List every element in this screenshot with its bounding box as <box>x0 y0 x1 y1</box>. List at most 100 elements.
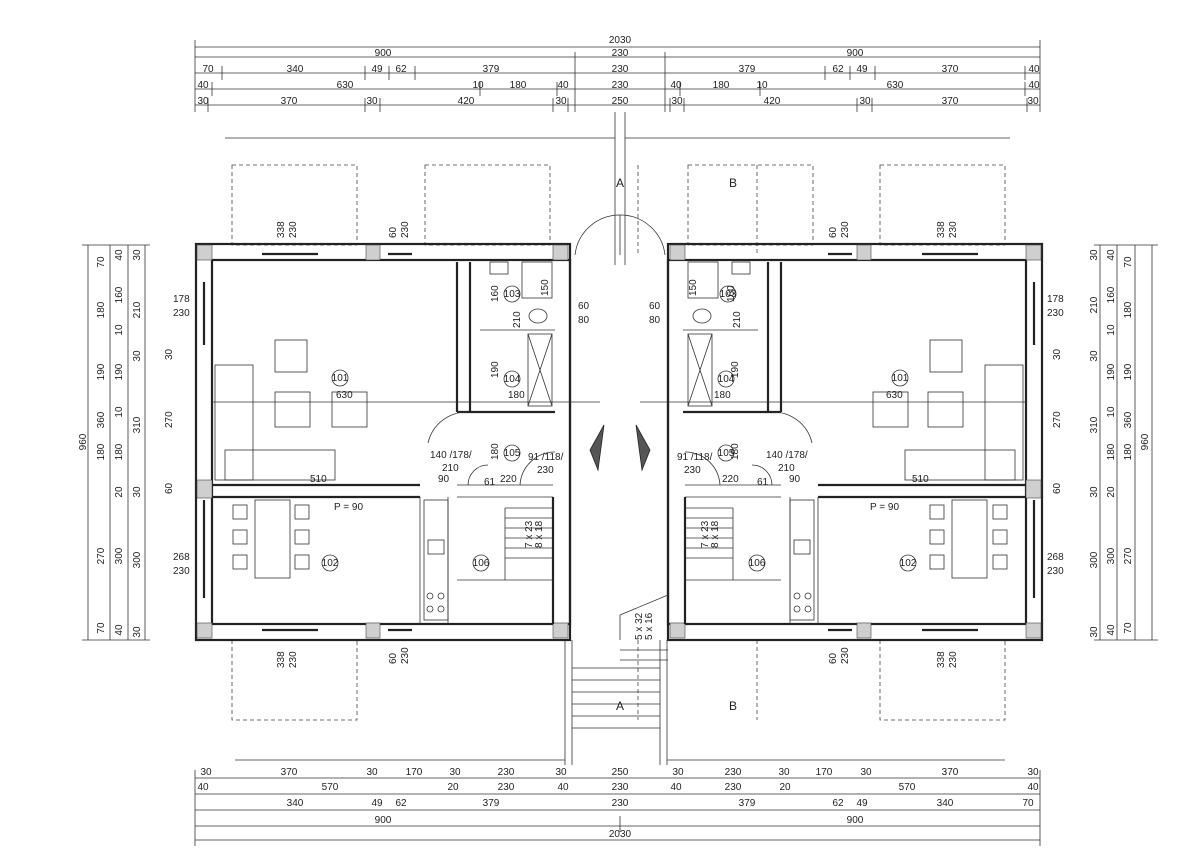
room-number: 105 <box>718 448 735 459</box>
bottom-dim: 30 <box>1027 767 1039 778</box>
left-dim: 40 <box>114 249 125 261</box>
left-dim: 300 <box>114 547 125 564</box>
top-dim: 340 <box>287 64 304 75</box>
bottom-dim: 70 <box>1022 798 1034 809</box>
shower-icon <box>521 261 553 299</box>
exterior-stair <box>619 594 669 661</box>
interior-stair-right <box>685 507 734 580</box>
right-dim: 40 <box>1106 624 1117 636</box>
top-dim: 30 <box>671 96 683 107</box>
left-dim: 30 <box>132 486 143 498</box>
right-unit-walls <box>640 242 1044 642</box>
doors <box>427 214 813 486</box>
armchair-icon <box>331 391 368 428</box>
window-dim: 268 <box>1047 552 1064 563</box>
wc-dim: 210 <box>732 311 743 328</box>
top-dim: 180 <box>510 80 527 91</box>
room-number: 101 <box>892 373 909 384</box>
dining-table-icon <box>951 499 988 579</box>
window-dim: 60 <box>649 301 661 312</box>
top-dim: 40 <box>1028 80 1040 91</box>
window-dim: 60 <box>388 652 399 664</box>
bottom-dim: 40 <box>557 782 569 793</box>
bottom-dim: 170 <box>406 767 423 778</box>
bathtub-icon <box>687 333 713 407</box>
bottom-dim: 900 <box>375 815 392 826</box>
bottom-dim: 230 <box>612 798 629 809</box>
opening-labels: 338 230 60 230 60 230 338 230 338 230 60… <box>164 221 1064 668</box>
window-dim: 230 <box>288 651 299 668</box>
hall-dim: 180 <box>490 443 501 460</box>
wc-dim: 210 <box>512 311 523 328</box>
window-dim: 230 <box>948 651 959 668</box>
right-dim: 70 <box>1123 256 1134 268</box>
left-dim: 310 <box>132 416 143 433</box>
bottom-dim: 230 <box>498 782 515 793</box>
bottom-dim: 40 <box>1027 782 1039 793</box>
room-number: 101 <box>332 373 349 384</box>
door-dim: 220 <box>500 474 517 485</box>
top-dimensions: 2030 900 230 900 70 340 49 62 379 230 37… <box>194 35 1041 112</box>
bottom-dim: 570 <box>322 782 339 793</box>
top-dim: 40 <box>197 80 209 91</box>
shower-icon <box>687 261 719 299</box>
room-number: 103 <box>504 289 521 300</box>
left-dim: 10 <box>114 406 125 418</box>
top-dim: 420 <box>764 96 781 107</box>
bottom-dim: 40 <box>197 782 209 793</box>
bottom-dim: 62 <box>832 798 844 809</box>
bottom-dim: 340 <box>287 798 304 809</box>
right-dim: 20 <box>1106 486 1117 498</box>
window-dim: 230 <box>840 221 851 238</box>
counter-dim: 510 <box>310 474 327 485</box>
bottom-dim: 370 <box>281 767 298 778</box>
bottom-dim: 62 <box>395 798 407 809</box>
counter-height: P = 90 <box>870 502 899 513</box>
stair-dim: 8 x 18 <box>534 520 545 548</box>
coffee-table-icon <box>927 391 964 428</box>
left-dim: 210 <box>132 301 143 318</box>
bottom-dim: 379 <box>739 798 756 809</box>
bottom-dim: 370 <box>942 767 959 778</box>
window-dim: 230 <box>1047 308 1064 319</box>
site-lines <box>225 112 1010 765</box>
left-dim: 30 <box>132 249 143 261</box>
bottom-dim: 49 <box>371 798 383 809</box>
top-dim: 10 <box>472 80 484 91</box>
room-number: 106 <box>749 558 766 569</box>
stair-dim: 7 x 23 <box>700 520 711 548</box>
left-dimensions: 960 70 180 190 360 180 270 70 40 160 10 … <box>78 244 150 641</box>
window-dim: 60 <box>578 301 590 312</box>
armchair-icon <box>929 339 963 373</box>
stair-dim: 8 x 18 <box>710 520 721 548</box>
room-number: 105 <box>504 448 521 459</box>
armchair-icon <box>274 339 308 373</box>
wall-dim: 30 <box>164 348 175 360</box>
door-dim: 140 /178/ <box>766 450 808 461</box>
window-dim: 60 <box>828 652 839 664</box>
left-dim: 70 <box>96 256 107 268</box>
wc-dim: 150 <box>688 279 699 296</box>
door-dim: 230 <box>684 465 701 476</box>
stair-dim: 5 x 16 <box>644 612 655 640</box>
top-dim: 630 <box>887 80 904 91</box>
top-dim: 40 <box>557 80 569 91</box>
bath-dim: 190 <box>490 361 501 378</box>
window-dim: 338 <box>936 651 947 668</box>
wall-dim: 270 <box>1052 411 1063 428</box>
top-dim: 30 <box>1027 96 1039 107</box>
right-dim: 10 <box>1106 324 1117 336</box>
top-dim: 40 <box>670 80 682 91</box>
wc-dim: 160 <box>490 285 501 302</box>
window-dim: 230 <box>288 221 299 238</box>
top-dim: 10 <box>756 80 768 91</box>
door-dim: 220 <box>722 474 739 485</box>
bottom-dim: 30 <box>555 767 567 778</box>
top-dim: 230 <box>612 64 629 75</box>
room-number: 102 <box>900 558 917 569</box>
right-dim: 160 <box>1106 286 1117 303</box>
sofa-icon <box>224 449 336 481</box>
bottom-dim: 250 <box>612 767 629 778</box>
bottom-dim: 49 <box>856 798 868 809</box>
right-dim: 190 <box>1123 363 1134 380</box>
